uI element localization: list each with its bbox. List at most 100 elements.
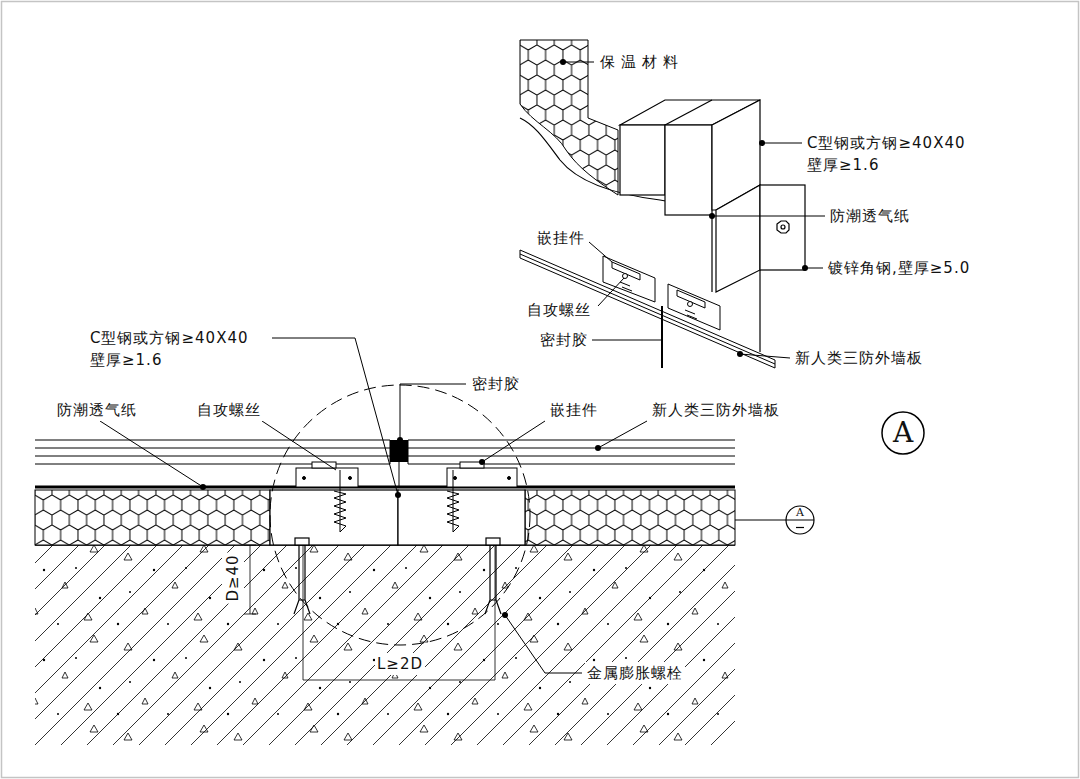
leader-lines-iso-part (589, 242, 612, 262)
concrete-base-part (35, 545, 735, 745)
leader-lines-part (598, 421, 647, 448)
section-letter: A (785, 506, 815, 519)
leader-lines-part (100, 421, 203, 487)
callout-label: 密封胶 (470, 373, 522, 395)
concrete-base-part (35, 545, 735, 745)
callout-label: 嵌挂件 (535, 227, 587, 249)
detail-index-circle: A (881, 411, 925, 455)
callout-label: 新人类三防外墙板 (650, 399, 782, 421)
dimension-lines (244, 545, 495, 680)
angle-steel-part (781, 225, 785, 229)
wall-panel-part (35, 464, 390, 465)
hanger-clip-part (349, 477, 352, 480)
leader-dot-iso-part (709, 213, 715, 219)
expansion-bolt-part (485, 545, 501, 614)
dimension-lines-part (303, 545, 495, 680)
insulation-layer-part (525, 490, 735, 545)
steel-tube-iso-part (665, 100, 712, 125)
circle-outline (882, 412, 924, 454)
leader-lines-iso-part (712, 216, 825, 217)
callout-label: C型钢或方钢≥40X40 壁厚≥1.6 (88, 327, 267, 371)
callout-label: 金属膨胀螺栓 (585, 662, 685, 684)
wall-panel-iso (520, 250, 775, 368)
wall-panel (35, 440, 735, 464)
callout-label: 自攻螺丝 (195, 399, 263, 421)
hanger-clip-iso-part (668, 284, 720, 330)
wall-panel-part (35, 440, 390, 441)
circle-outline (786, 506, 814, 534)
leader-lines-part (272, 338, 398, 495)
angle-steel-part (760, 185, 805, 270)
angle-steel-part (777, 221, 789, 233)
joint-line (399, 462, 400, 487)
leader-dot-iso-part (759, 140, 765, 146)
sealant-bead (661, 306, 663, 368)
detail-letter: A (881, 411, 925, 455)
leader-lines (100, 338, 786, 673)
callout-label: 防潮透气纸 (55, 399, 139, 421)
sealant-joint (390, 440, 408, 462)
self-tapping-screw (334, 470, 459, 532)
wall-panel-iso-part (520, 254, 775, 364)
concrete-base (35, 545, 735, 745)
leader-lines-iso-part (598, 278, 624, 306)
expansion-bolt (294, 538, 501, 614)
callout-label: C型钢或方钢≥40X40 壁厚≥1.6 (805, 132, 984, 176)
steel-tube-iso (620, 100, 760, 352)
expansion-bolt-part (294, 545, 310, 614)
leader-lines-iso-part (592, 340, 662, 341)
section-divider (786, 520, 814, 521)
leader-lines-part (505, 615, 582, 673)
angle-steel (716, 185, 805, 292)
steel-tube-iso-part (665, 125, 712, 215)
steel-tube-iso-part (620, 125, 665, 195)
leader-dot-iso-part (560, 59, 566, 65)
insulation-layer-part (35, 490, 270, 545)
dimension-label: L≥2D (375, 653, 425, 675)
leader-lines-iso (563, 62, 825, 358)
dimension-lines-part (244, 545, 256, 614)
wall-panel-part (408, 464, 735, 465)
wall-panel-part (35, 456, 390, 457)
hanger-clip-part (296, 468, 358, 487)
dimension-label: D≥40 (222, 552, 244, 603)
leader-lines-iso-part (563, 62, 594, 63)
hanger-clip-iso-part (620, 282, 632, 291)
wall-panel-iso-part (520, 250, 775, 368)
leader-dot-iso (560, 59, 808, 357)
leader-dot-part (397, 437, 403, 443)
moisture-paper (35, 486, 735, 489)
callout-label: 防潮透气纸 (828, 205, 912, 227)
expansion-bolt-part (295, 538, 309, 545)
wall-panel-part (35, 448, 390, 449)
callout-label: 密封胶 (538, 329, 590, 351)
leader-lines-part (735, 520, 786, 521)
wall-panel-part (408, 448, 735, 449)
leader-dot-part (479, 459, 485, 465)
callout-label: 镀锌角钢,壁厚≥5.0 (826, 257, 972, 279)
insulation-layer (35, 490, 735, 545)
hanger-clip-part (447, 468, 517, 487)
wall-panel-part (408, 440, 735, 441)
hanger-clip-part (454, 477, 457, 480)
leader-dot-iso-part (802, 265, 808, 271)
hanger-clip-iso-part (612, 262, 640, 280)
detail-circle-outline (270, 385, 530, 645)
leader-lines-iso-part (740, 354, 790, 358)
callout-label: 新人类三防外墙板 (793, 347, 925, 369)
leader-lines-part (262, 421, 336, 470)
leader-dot (200, 437, 601, 618)
leader-lines-part (400, 384, 466, 440)
hanger-clip-part (303, 477, 306, 480)
expansion-bolt-part (486, 538, 500, 545)
section-dash (796, 527, 804, 528)
leader-dot-part (395, 492, 401, 498)
steel-tube-part (398, 490, 525, 545)
hanger-clip-iso-part (603, 256, 655, 302)
angle-steel-part (716, 185, 760, 292)
leader-lines-iso-part (762, 143, 802, 144)
leader-dot-part (595, 445, 601, 451)
hanger-clip-part (508, 477, 511, 480)
